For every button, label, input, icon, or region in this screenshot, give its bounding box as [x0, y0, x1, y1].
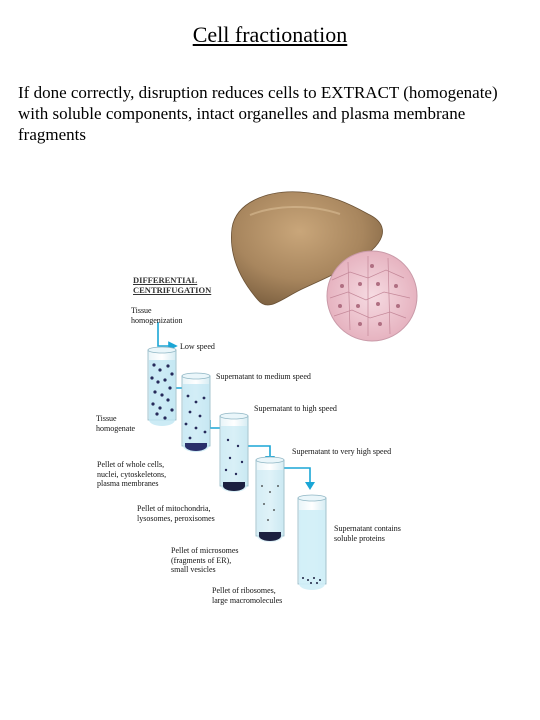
step-label-1: Low speed	[180, 342, 215, 351]
step-label-2: Supernatant to medium speed	[216, 372, 311, 381]
tissue-homogenate-label: Tissue homogenate	[96, 414, 136, 433]
diagram-header: DIFFERENTIAL CENTRIFUGATION	[133, 275, 212, 295]
liver-tissue-magnified	[326, 250, 418, 342]
page-title: Cell fractionation	[192, 22, 348, 47]
step-label-3: Supernatant to high speed	[254, 404, 337, 413]
liver-illustration	[231, 191, 383, 306]
tube-5	[297, 494, 327, 590]
pellet-label-3: Pellet of microsomes (fragments of ER), …	[171, 546, 239, 574]
pellet-label-4: Pellet of ribosomes, large macromolecule…	[212, 586, 283, 605]
step-label-4: Supernatant to very high speed	[292, 447, 392, 456]
intro-text: If done correctly, disruption reduces ce…	[18, 83, 498, 144]
tube-2	[181, 372, 211, 452]
tube-3	[219, 412, 249, 492]
tube-1	[147, 346, 177, 426]
supernatant-final-label: Supernatant contains soluble proteins	[334, 524, 401, 543]
tube-4	[255, 456, 285, 542]
tissue-homogenization-label: Tissue homogenization	[131, 306, 183, 325]
pellet-label-1: Pellet of whole cells, nuclei, cytoskele…	[97, 460, 167, 488]
pellet-label-2: Pellet of mitochondria, lysosomes, perox…	[137, 504, 215, 523]
arrow-step-1	[157, 322, 178, 351]
